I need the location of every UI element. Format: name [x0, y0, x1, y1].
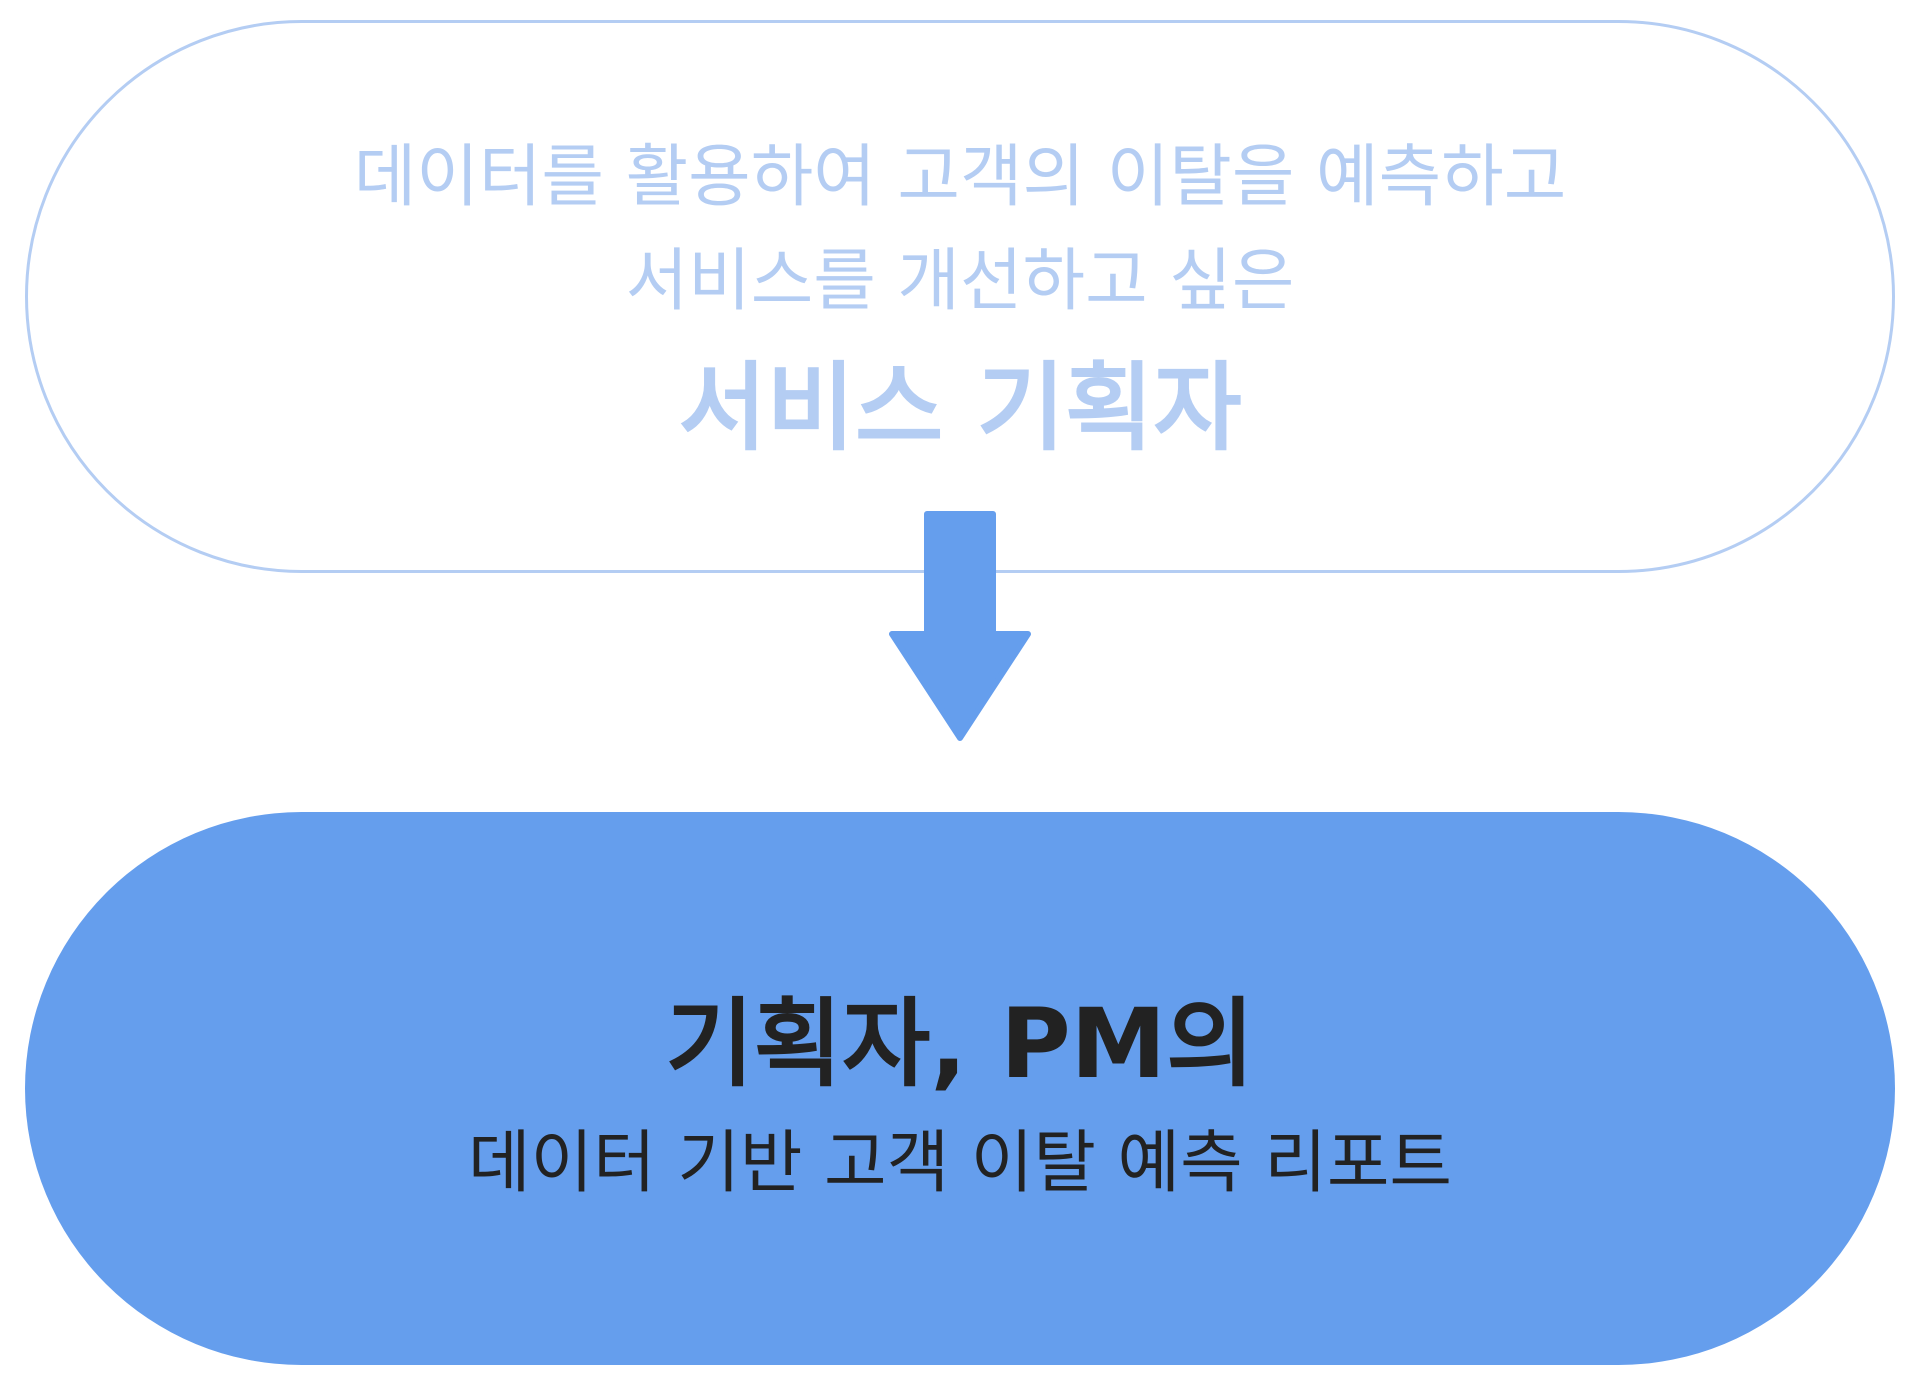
- arrow-down-icon: [889, 511, 1031, 741]
- audience-role: 서비스 기획자: [678, 351, 1242, 464]
- audience-description-line-1: 데이터를 활용하여 고객의 이탈을 예측하고: [353, 137, 1567, 217]
- audience-description-line-2: 서비스를 개선하고 싶은: [625, 241, 1295, 321]
- report-title: 기획자, PM의: [665, 987, 1255, 1100]
- report-title-box: 기획자, PM의 데이터 기반 고객 이탈 예측 리포트: [25, 812, 1895, 1365]
- target-audience-box: 데이터를 활용하여 고객의 이탈을 예측하고 서비스를 개선하고 싶은 서비스 …: [25, 20, 1895, 573]
- report-subtitle: 데이터 기반 고객 이탈 예측 리포트: [468, 1123, 1452, 1203]
